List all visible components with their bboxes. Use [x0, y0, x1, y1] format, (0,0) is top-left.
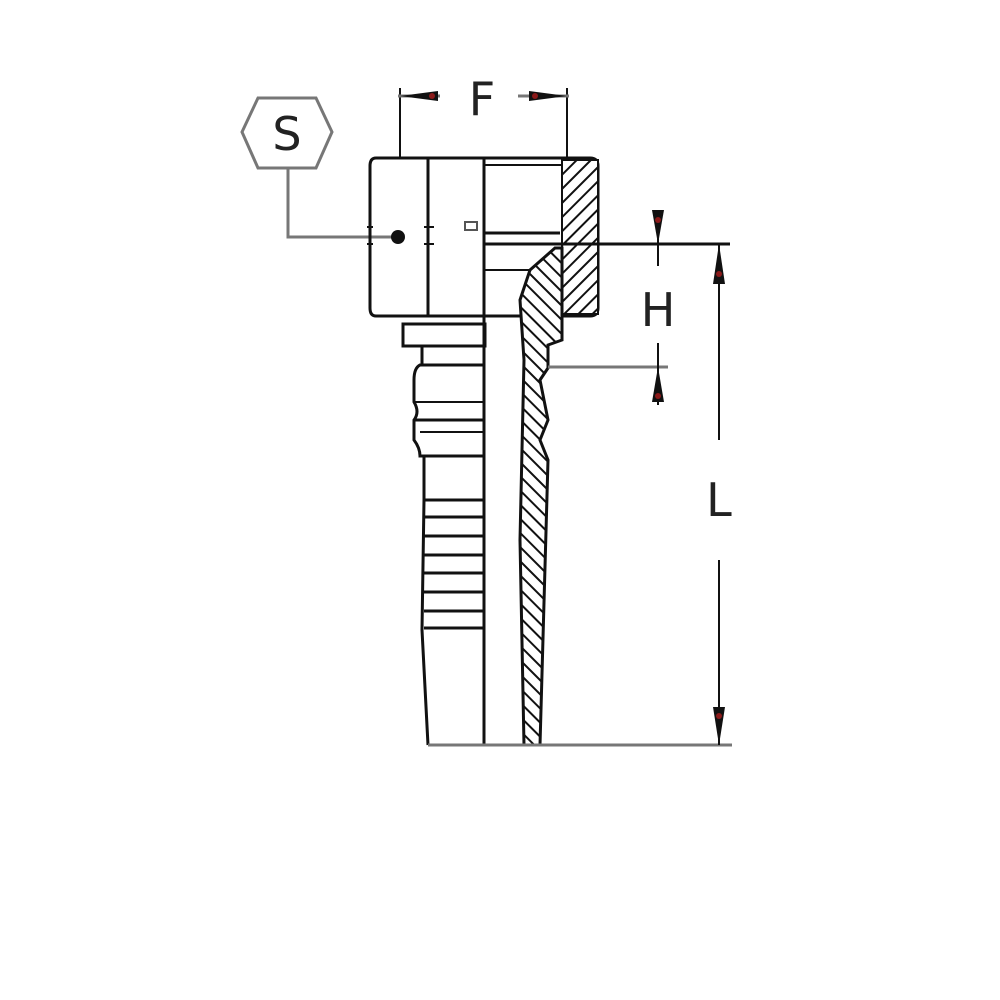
hex-icon — [240, 96, 334, 170]
nut-height-label: H — [641, 283, 676, 337]
leader-dot — [391, 230, 405, 244]
hex-size-label: S — [272, 107, 301, 161]
hex-size-callout: S — [240, 96, 405, 244]
height-dimension: H — [641, 210, 676, 405]
length-dimension: L — [706, 244, 732, 745]
hose-stem — [401, 158, 732, 747]
length-label: L — [706, 473, 732, 527]
thread-dimension: F — [398, 72, 569, 158]
thread-size-label: F — [469, 72, 495, 126]
nipple-section — [518, 246, 668, 747]
crimp-grooves — [424, 498, 484, 630]
